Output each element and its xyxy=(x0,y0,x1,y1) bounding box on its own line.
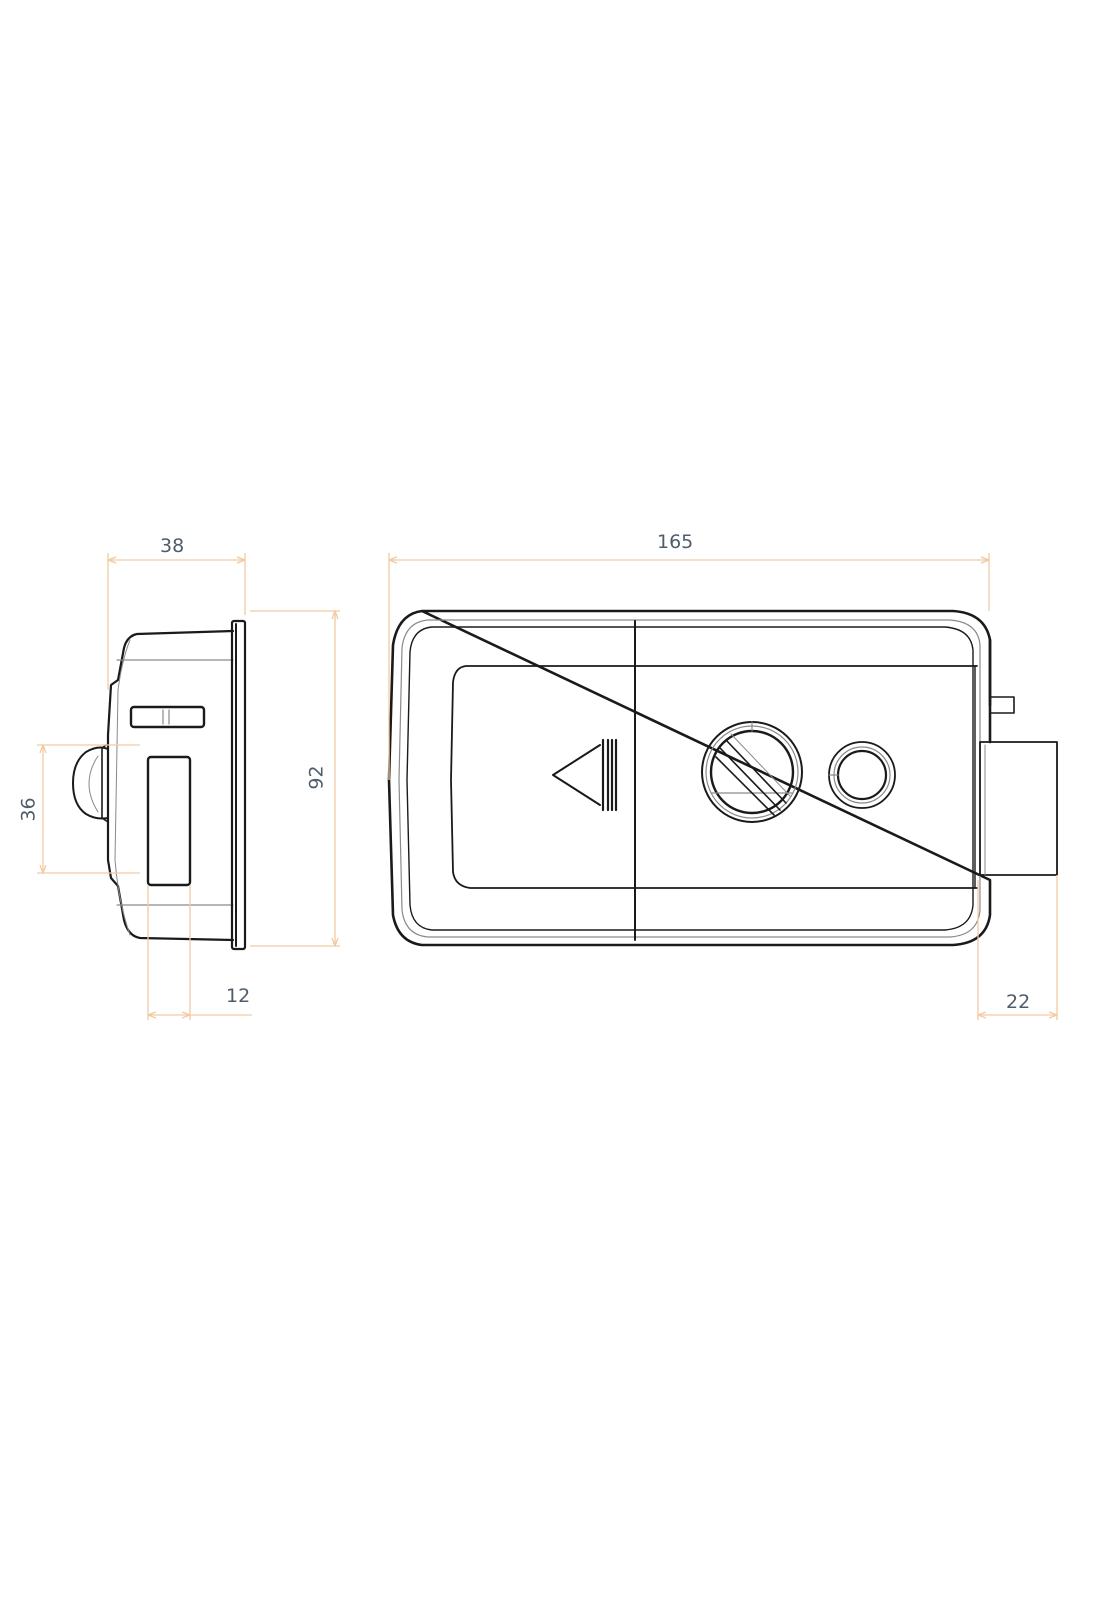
front-body-outline xyxy=(387,609,992,947)
dimension-label-knob-height: 36 xyxy=(17,797,40,822)
latch-bolt xyxy=(979,741,1058,876)
side-knob-inner xyxy=(88,755,99,813)
side-mounting-plate xyxy=(230,619,247,951)
dimension-label-side-depth: 38 xyxy=(160,535,185,557)
grip-lines-icon xyxy=(601,738,618,812)
side-view-dimensions xyxy=(37,553,340,1020)
dimension-label-bolt-projection: 22 xyxy=(1006,991,1031,1013)
front-inner-panel xyxy=(450,665,978,889)
small-tab xyxy=(989,696,1015,714)
side-body-inner-curve xyxy=(114,639,131,936)
side-view xyxy=(72,619,247,951)
side-knob xyxy=(72,746,109,820)
front-body-inner-outline xyxy=(398,619,981,938)
side-slot xyxy=(129,705,206,729)
side-body-outline xyxy=(106,629,235,942)
round-button xyxy=(828,741,896,809)
dimension-label-side-height: 92 xyxy=(305,765,328,790)
side-window xyxy=(146,755,192,887)
dimension-label-front-width: 165 xyxy=(657,531,694,553)
arrow-left-icon xyxy=(552,744,601,806)
turn-knob xyxy=(701,721,803,823)
dimension-label-window-width: 12 xyxy=(226,985,251,1007)
front-body-inner-outline-2 xyxy=(406,626,974,931)
front-view xyxy=(387,609,1058,947)
front-view-dimensions xyxy=(388,553,1058,1020)
side-knob-base xyxy=(101,744,109,823)
